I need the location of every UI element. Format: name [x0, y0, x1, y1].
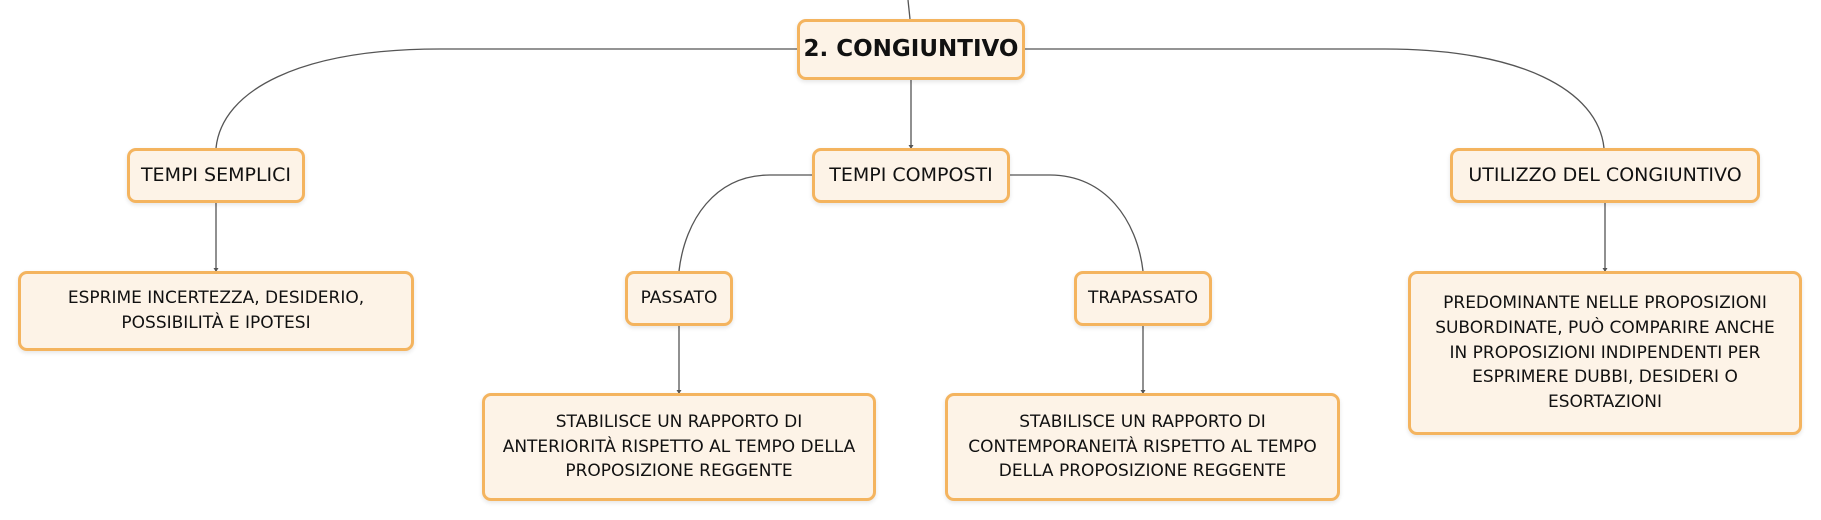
passato-label: PASSATO	[640, 288, 718, 309]
tempi-semplici-node: TEMPI SEMPLICI	[127, 148, 305, 203]
arrowhead	[1140, 390, 1146, 394]
tempi-composti-node: TEMPI COMPOSTI	[812, 148, 1010, 203]
tempi-semplici-label: TEMPI SEMPLICI	[140, 163, 292, 186]
tempi-composti-label: TEMPI COMPOSTI	[829, 163, 993, 186]
trapassato-label: TRAPASSATO	[1088, 288, 1198, 309]
connector-root-tempi-semplici	[215, 48, 797, 149]
connector-tempi-composti-passato	[678, 174, 812, 272]
tempi-semplici-description: ESPRIME INCERTEZZA, DESIDERIO, POSSIBILI…	[67, 288, 365, 333]
passato-description: STABILISCE UN RAPPORTO DI ANTERIORITÀ RI…	[502, 412, 856, 482]
connector-root-utilizzo	[1025, 48, 1605, 149]
root-label: 2. CONGIUNTIVO	[803, 35, 1019, 62]
utilizzo-description: PREDOMINANTE NELLE PROPOSIZIONI SUBORDIN…	[1435, 293, 1775, 412]
passato-node: PASSATO	[625, 271, 733, 326]
utilizzo-node: UTILIZZO DEL CONGIUNTIVO	[1450, 148, 1760, 203]
root-node: 2. CONGIUNTIVO	[797, 19, 1025, 80]
utilizzo-description-node: PREDOMINANTE NELLE PROPOSIZIONI SUBORDIN…	[1408, 271, 1802, 435]
connector-tempi-composti-trapassato	[1010, 174, 1144, 272]
trapassato-description: STABILISCE UN RAPPORTO DI CONTEMPORANEIT…	[968, 412, 1317, 482]
arrowhead	[1602, 268, 1608, 272]
utilizzo-label: UTILIZZO DEL CONGIUNTIVO	[1468, 163, 1742, 186]
trapassato-node: TRAPASSATO	[1074, 271, 1212, 326]
arrowhead	[676, 390, 682, 394]
passato-description-node: STABILISCE UN RAPPORTO DI ANTERIORITÀ RI…	[482, 393, 876, 501]
arrowhead	[213, 268, 219, 272]
trapassato-description-node: STABILISCE UN RAPPORTO DI CONTEMPORANEIT…	[945, 393, 1340, 501]
connector-parent	[907, 0, 911, 20]
arrowhead	[908, 145, 914, 149]
tempi-semplici-description-node: ESPRIME INCERTEZZA, DESIDERIO, POSSIBILI…	[18, 271, 414, 351]
